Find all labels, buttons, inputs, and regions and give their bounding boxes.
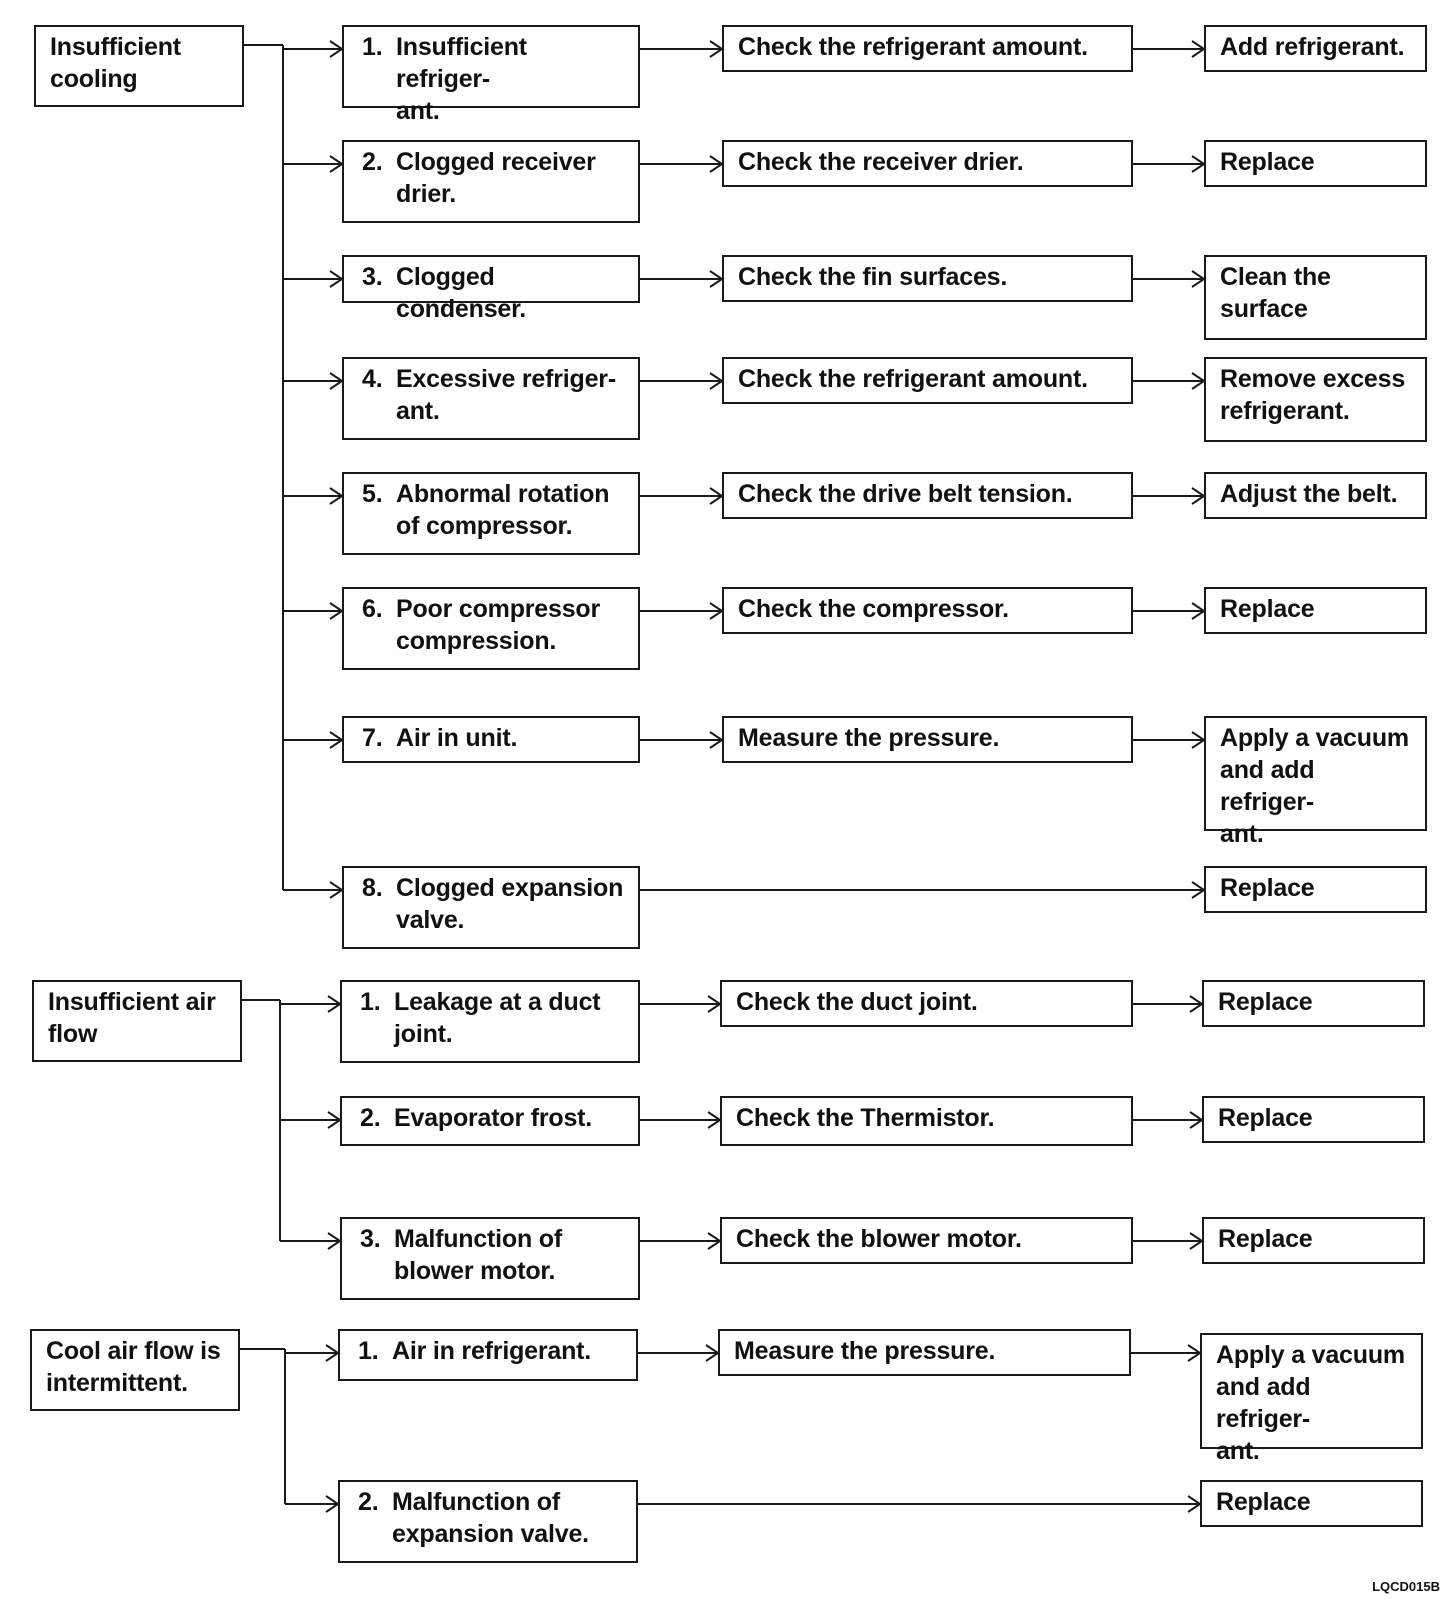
cause-number: 3. — [360, 1225, 381, 1253]
action-box: Remove excess refrigerant. — [1204, 357, 1427, 442]
check-box: Check the drive belt tension. — [722, 472, 1133, 519]
cause-number: 3. — [362, 263, 383, 291]
check-box: Check the fin surfaces. — [722, 255, 1133, 302]
action-box: Apply a vacuum and add refriger- ant. — [1200, 1333, 1423, 1465]
cause-text: Malfunction of expansion valve. — [392, 1488, 589, 1548]
cause-text: Insufficient refriger- ant. — [396, 33, 527, 125]
cause-text: Evaporator frost. — [394, 1104, 593, 1132]
cause-box: 3. Malfunction of blower motor. — [340, 1217, 640, 1300]
cause-number: 8. — [362, 874, 383, 902]
problem-box: Insufficient air flow — [32, 980, 242, 1062]
cause-text: Excessive refriger- ant. — [396, 365, 616, 425]
check-box: Check the blower motor. — [720, 1217, 1133, 1264]
check-box: Measure the pressure. — [718, 1329, 1131, 1376]
action-box: Replace — [1204, 587, 1427, 634]
cause-box: 8. Clogged expansion valve. — [342, 866, 640, 949]
cause-text: Malfunction of blower motor. — [394, 1225, 563, 1285]
cause-text: Poor compressor compression. — [396, 595, 601, 655]
check-box: Measure the pressure. — [722, 716, 1133, 763]
check-box: Check the refrigerant amount. — [722, 25, 1133, 72]
cause-number: 2. — [358, 1488, 379, 1516]
check-box: Check the compressor. — [722, 587, 1133, 634]
cause-box: 2. Evaporator frost. — [340, 1096, 640, 1146]
check-box: Check the Thermistor. — [720, 1096, 1133, 1146]
cause-text: Air in unit. — [396, 724, 518, 752]
cause-box: 6. Poor compressor compression. — [342, 587, 640, 670]
cause-number: 2. — [362, 148, 383, 176]
action-box: Replace — [1202, 1096, 1425, 1143]
action-box: Apply a vacuum and add refriger- ant. — [1204, 716, 1427, 848]
cause-box: 2. Malfunction of expansion valve. — [338, 1480, 638, 1563]
check-box: Check the receiver drier. — [722, 140, 1133, 187]
action-box: Replace — [1202, 980, 1425, 1027]
action-box: Adjust the belt. — [1204, 472, 1427, 519]
cause-number: 7. — [362, 724, 383, 752]
action-box: Add refrigerant. — [1204, 25, 1427, 72]
cause-number: 1. — [362, 33, 383, 61]
cause-number: 2. — [360, 1104, 381, 1132]
problem-box: Insufficient cooling — [34, 25, 244, 107]
cause-number: 6. — [362, 595, 383, 623]
cause-box: 2. Clogged receiver drier. — [342, 140, 640, 223]
cause-text: Air in refrigerant. — [392, 1337, 592, 1365]
check-box: Check the refrigerant amount. — [722, 357, 1133, 404]
action-box: Replace — [1204, 866, 1427, 913]
cause-text: Clogged expansion valve. — [396, 874, 624, 934]
cause-box: 3. Clogged condenser. — [342, 255, 640, 323]
cause-number: 5. — [362, 480, 383, 508]
problem-box: Cool air flow is intermittent. — [30, 1329, 240, 1411]
cause-box: 1. Leakage at a duct joint. — [340, 980, 640, 1063]
action-box: Replace — [1204, 140, 1427, 187]
cause-text: Clogged condenser. — [396, 263, 526, 323]
cause-box: 4. Excessive refriger- ant. — [342, 357, 640, 440]
figure-code: LQCD015B — [1372, 1579, 1440, 1594]
cause-text: Leakage at a duct joint. — [394, 988, 601, 1048]
action-box: Clean the surface — [1204, 255, 1427, 340]
cause-number: 1. — [360, 988, 381, 1016]
cause-text: Abnormal rotation of compressor. — [396, 480, 610, 540]
cause-box: 1. Insufficient refriger- ant. — [342, 25, 640, 125]
cause-text: Clogged receiver drier. — [396, 148, 596, 208]
action-box: Replace — [1202, 1217, 1425, 1264]
cause-box: 7. Air in unit. — [342, 716, 640, 763]
action-box: Replace — [1200, 1480, 1423, 1527]
cause-box: 1. Air in refrigerant. — [338, 1329, 638, 1381]
cause-box: 5. Abnormal rotation of compressor. — [342, 472, 640, 555]
cause-number: 1. — [358, 1337, 379, 1365]
check-box: Check the duct joint. — [720, 980, 1133, 1027]
cause-number: 4. — [362, 365, 383, 393]
